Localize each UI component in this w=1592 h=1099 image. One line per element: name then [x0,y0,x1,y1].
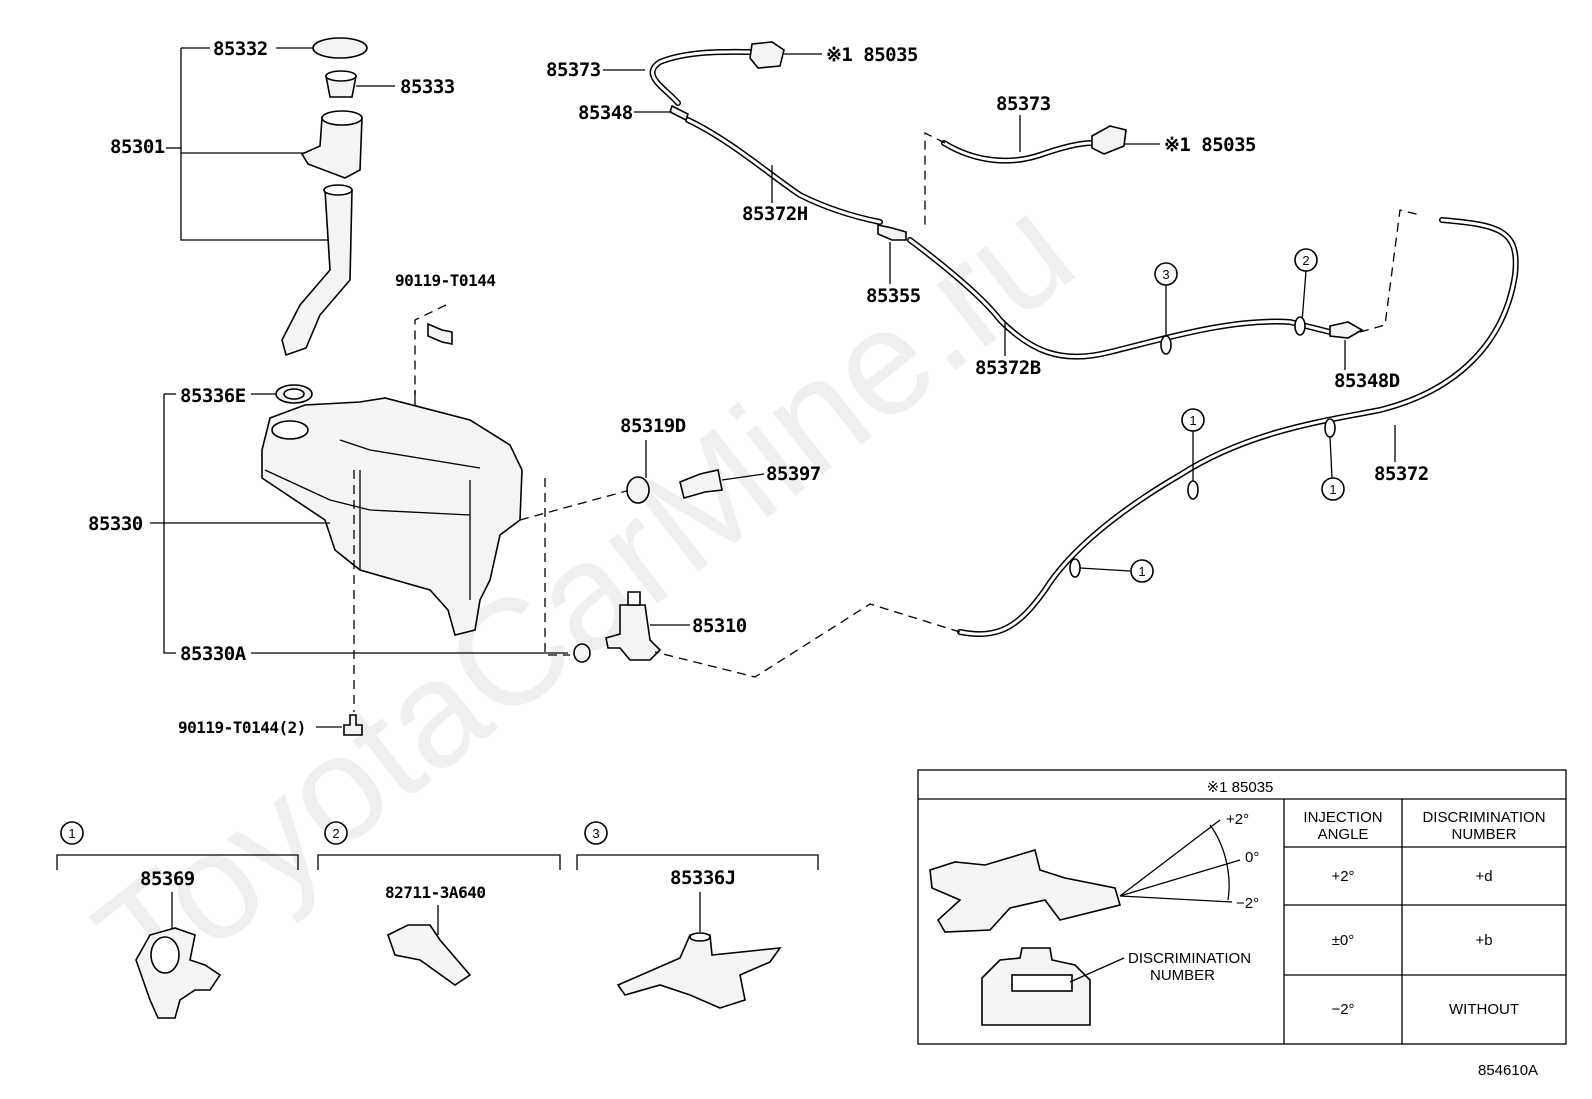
connector-illustration [981,947,1125,1026]
bolt-lower[interactable] [316,470,363,736]
row1-disc: +d [1475,868,1492,885]
detail-1-num: 1 [68,826,75,841]
watermark: ToyotaCarMine.ru [66,164,1102,1025]
label-85397: 85397 [766,463,821,485]
label-85035-a: ※1 85035 [826,44,918,66]
label-85319D: 85319D [620,415,686,437]
label-85355: 85355 [866,285,921,307]
callout-1-label-b: 1 [1329,482,1336,497]
filler-pipe[interactable] [281,184,353,357]
label-90119-b: 90119-T0144(2) [178,718,306,737]
label-85330: 85330 [88,513,143,535]
joint-85348[interactable] [634,104,689,122]
callout-3-hose [1154,262,1178,355]
callout-1-hose-c [1069,558,1154,583]
label-85372: 85372 [1374,463,1429,485]
disc-label-2: NUMBER [1150,967,1215,984]
grommet-85319D[interactable] [626,440,650,504]
row1-angle: +2° [1331,868,1354,885]
angle-plus-label: +2° [1226,811,1249,828]
row3-angle: −2° [1331,1001,1354,1018]
filler-group [150,37,765,736]
label-85301: 85301 [110,136,165,158]
grommet-85330A[interactable] [573,643,591,663]
label-85373-a: 85373 [546,59,601,81]
nozzle-85035-a[interactable] [749,41,822,69]
label-85035-b: ※1 85035 [1164,134,1256,156]
label-85336E: 85336E [180,385,246,407]
detail-2: 2 82711-3A640 [317,821,561,986]
label-85330A: 85330A [180,643,247,665]
callout-1-label-c: 1 [1138,564,1145,579]
col-disc-h1: DISCRIMINATION [1422,809,1545,826]
hose-lines [649,48,1519,678]
filler-strainer[interactable] [325,70,395,98]
callout-3-label: 3 [1162,267,1169,282]
detail-1-part: 85369 [140,868,195,890]
diagram-code: 854610A [1478,1062,1538,1079]
col-disc-h2: NUMBER [1451,826,1516,843]
callout-1-hose-a [1181,408,1205,500]
row3-disc: WITHOUT [1449,1001,1519,1018]
washer-pump[interactable] [605,591,690,661]
clip-85336J[interactable] [616,932,782,1009]
detail-2-num: 2 [332,826,339,841]
callout-2-label: 2 [1302,253,1309,268]
angle-zero-label: 0° [1245,849,1259,866]
nozzle-85035-b[interactable] [1091,125,1160,155]
table-title: ※1 85035 [1207,779,1274,796]
joint-85348D[interactable] [1329,321,1364,370]
col-injection-h1: INJECTION [1303,809,1382,826]
grommet-85336E[interactable] [251,384,313,404]
label-85310: 85310 [692,615,747,637]
label-85348D: 85348D [1334,370,1400,392]
label-85372B: 85372B [975,357,1041,379]
row2-angle: ±0° [1332,932,1355,949]
disc-label-1: DISCRIMINATION [1128,950,1251,967]
injection-table: ※1 85035 INJECTION ANGLE DISCRIMINATION … [917,769,1567,1045]
callout-2-hose [1294,248,1318,336]
angle-minus-label: −2° [1236,895,1259,912]
washer-tank[interactable] [261,390,523,636]
label-85333: 85333 [400,76,455,98]
filler-cap[interactable] [276,37,368,59]
callout-1-hose-b [1321,418,1345,501]
clip-85369[interactable] [135,927,222,1019]
label-85372H: 85372H [742,203,808,225]
joint-85355[interactable] [877,224,907,284]
detail-2-part: 82711-3A640 [385,883,485,902]
detail-3-part: 85336J [670,867,736,889]
level-sensor[interactable] [679,469,765,499]
label-85348: 85348 [578,102,633,124]
clip-82711[interactable] [387,924,472,986]
detail-3-num: 3 [592,826,599,841]
filler-neck-upper[interactable] [300,110,363,179]
label-85332: 85332 [213,38,268,60]
nozzle-illustration [929,819,1241,933]
label-90119-a: 90119-T0144 [395,271,495,290]
detail-3: 3 85336J [576,821,819,1009]
bolt-upper[interactable] [414,304,453,395]
row2-disc: +b [1475,932,1492,949]
label-85373-b: 85373 [996,93,1051,115]
detail-1: 1 85369 [56,821,299,1019]
col-injection-h2: ANGLE [1318,826,1369,843]
callout-1-label-a: 1 [1189,413,1196,428]
